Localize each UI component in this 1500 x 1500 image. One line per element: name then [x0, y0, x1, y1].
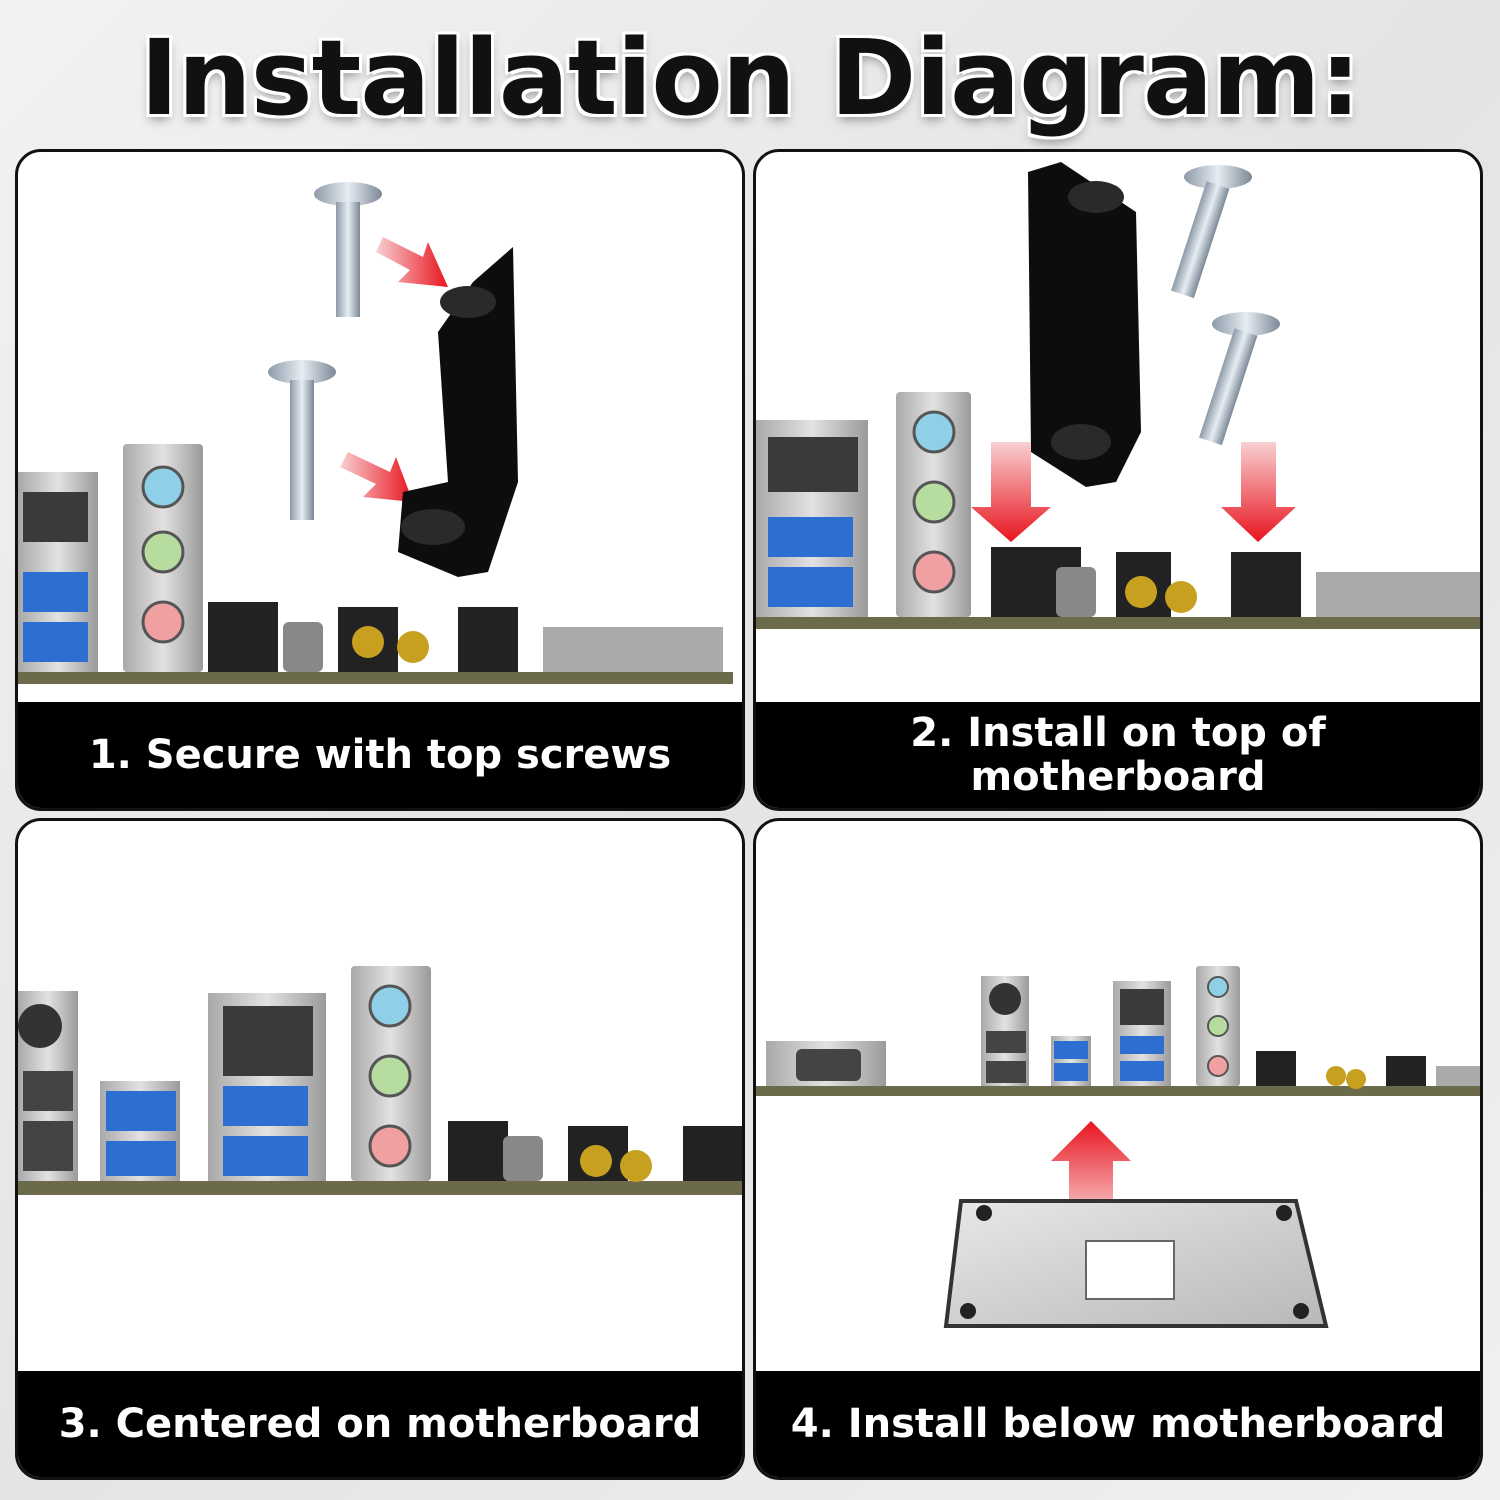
step-3-panel: 3. Centered on motherboard: [15, 818, 745, 1480]
step-2-illustration: [756, 162, 1480, 629]
bracket: [398, 247, 518, 577]
step-3-illustration: [18, 966, 742, 1195]
screw-top: [1171, 165, 1252, 299]
red-arrow: [340, 452, 413, 502]
motherboard: [18, 966, 742, 1195]
step-3-caption: 3. Centered on motherboard: [18, 1371, 742, 1477]
screw-bottom: [268, 360, 336, 520]
step-4-panel: 4. Install below motherboard: [753, 818, 1483, 1480]
usb-port: [106, 1141, 176, 1176]
motherboard: [18, 444, 733, 684]
usb-port: [23, 622, 88, 662]
step-2-panel: 2. Install on top of motherboard: [753, 149, 1483, 811]
red-arrow: [1221, 442, 1296, 542]
motherboard: [756, 392, 1480, 629]
page-title: Installation Diagram:: [139, 17, 1361, 139]
usb-port: [768, 567, 853, 607]
step-4-illustration: [756, 966, 1480, 1328]
step-1-panel: 1. Secure with top screws: [15, 149, 745, 811]
motherboard: [756, 966, 1480, 1096]
usb-port: [223, 1136, 308, 1176]
red-arrow: [971, 442, 1051, 542]
red-arrow: [1051, 1121, 1131, 1221]
backplate: [943, 1199, 1329, 1328]
screw-top: [314, 182, 382, 317]
red-arrow: [376, 237, 448, 287]
step-4-caption: 4. Install below motherboard: [756, 1371, 1480, 1477]
usb-port: [768, 517, 853, 557]
usb-port: [23, 572, 88, 612]
screw-bottom: [1199, 312, 1280, 446]
usb-port: [223, 1086, 308, 1126]
step-1-caption: 1. Secure with top screws: [18, 702, 742, 808]
bracket: [1028, 162, 1141, 487]
step-2-caption: 2. Install on top of motherboard: [756, 702, 1480, 808]
step-1-illustration: [18, 182, 733, 684]
usb-port: [106, 1091, 176, 1131]
